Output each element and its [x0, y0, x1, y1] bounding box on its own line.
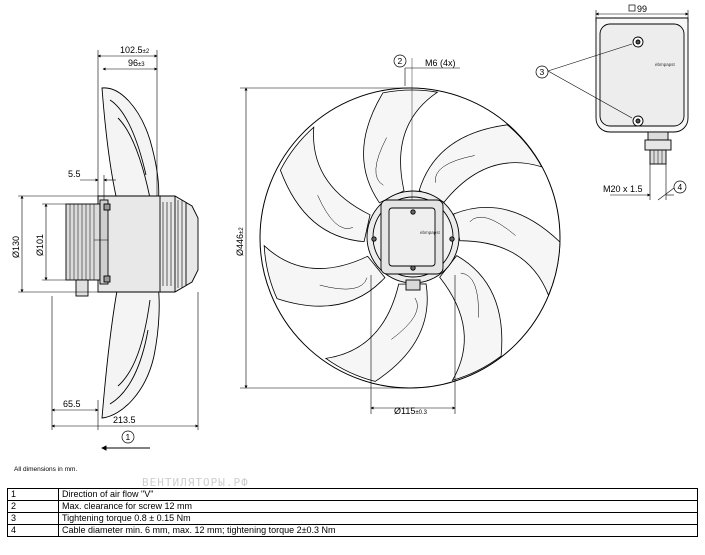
dim-dia-101: Ø101	[35, 234, 45, 256]
dim-dia-130: Ø130	[11, 236, 21, 258]
side-view-labels: 102.5±2 96±3 5.5 Ø130 Ø101 65.5 213.5 1	[11, 45, 150, 444]
fan-blade	[279, 126, 371, 243]
front-brand-logo: ebmpapst	[420, 230, 441, 235]
fan-blade	[453, 207, 561, 297]
legend-num: 3	[7, 512, 59, 525]
legend-text: Direction of air flow "V"	[58, 488, 698, 501]
blade-rib	[319, 277, 368, 290]
legend-num: 4	[7, 524, 59, 537]
table-row: 2 Max. clearance for screw 12 mm	[7, 500, 698, 513]
box-brand-logo: ebmpapst	[655, 62, 676, 67]
dim-base: 65.5	[63, 399, 81, 409]
dim-hub-dia: Ø115±0.3	[394, 406, 428, 416]
legend-num: 1	[7, 488, 59, 501]
legend-table: 1 Direction of air flow "V" 2 Max. clear…	[7, 488, 698, 537]
terminal-box-labels: 99 3 4 M20 x 1.5 ebmpapst	[535, 4, 687, 194]
blade-rib	[469, 216, 516, 236]
side-view	[65, 87, 199, 419]
dim-hub-depth: 96±3	[128, 58, 145, 68]
dim-flange: 5.5	[68, 169, 81, 179]
technical-drawing: 102.5±2 96±3 5.5 Ø130 Ø101 65.5 213.5 1	[11, 4, 689, 451]
dim-box-width: 99	[637, 4, 647, 14]
dimensions-note: All dimensions in mm.	[14, 466, 78, 473]
callout-1-circle	[121, 430, 135, 444]
front-view	[259, 87, 561, 389]
thread-label: M6 (4x)	[425, 58, 456, 68]
blade-rib	[391, 297, 418, 340]
callout-4-circle	[673, 180, 687, 194]
dim-fan-dia: Ø446±2	[235, 227, 245, 256]
blade-rib	[460, 272, 479, 318]
dim-overall-depth: 102.5±2	[120, 45, 150, 55]
cable-thread-label: M20 x 1.5	[603, 184, 643, 194]
fan-blade	[363, 89, 439, 204]
callout-2-circle	[393, 54, 407, 68]
watermark: ВЕНТИЛЯТОРЫ.РФ	[142, 476, 249, 489]
table-row: 1 Direction of air flow "V"	[7, 488, 698, 501]
terminal-box-dimensions	[547, 10, 689, 201]
callout-3: 3	[540, 67, 545, 77]
front-view-dimensions	[240, 58, 460, 414]
callout-4: 4	[678, 182, 683, 192]
fan-blade	[263, 244, 386, 307]
blade-rib	[375, 137, 387, 186]
side-view-dimensions	[18, 50, 199, 451]
callout-2: 2	[398, 56, 403, 66]
callout-3-circle	[535, 65, 549, 79]
table-row: 3 Tightening torque 0.8 ± 0.15 Nm	[7, 512, 698, 525]
fan-blade	[439, 255, 503, 382]
legend-text: Tightening torque 0.8 ± 0.15 Nm	[58, 512, 698, 525]
square-symbol	[628, 4, 636, 12]
blade-rib	[317, 195, 353, 229]
front-view-labels: 2 M6 (4x) Ø446±2 Ø115±0.3 ebmpapst	[235, 54, 456, 416]
callout-1: 1	[126, 432, 131, 442]
legend-num: 2	[7, 500, 59, 513]
terminal-box-view	[595, 17, 689, 165]
fan-blades	[263, 89, 561, 382]
blade-rib	[435, 155, 475, 183]
legend-text: Max. clearance for screw 12 mm	[58, 500, 698, 513]
fan-blade	[324, 283, 428, 382]
legend-text: Cable diameter min. 6 mm, max. 12 mm; ti…	[58, 524, 698, 537]
table-row: 4 Cable diameter min. 6 mm, max. 12 mm; …	[7, 524, 698, 537]
fan-blade	[418, 124, 543, 203]
dim-total: 213.5	[113, 415, 136, 425]
